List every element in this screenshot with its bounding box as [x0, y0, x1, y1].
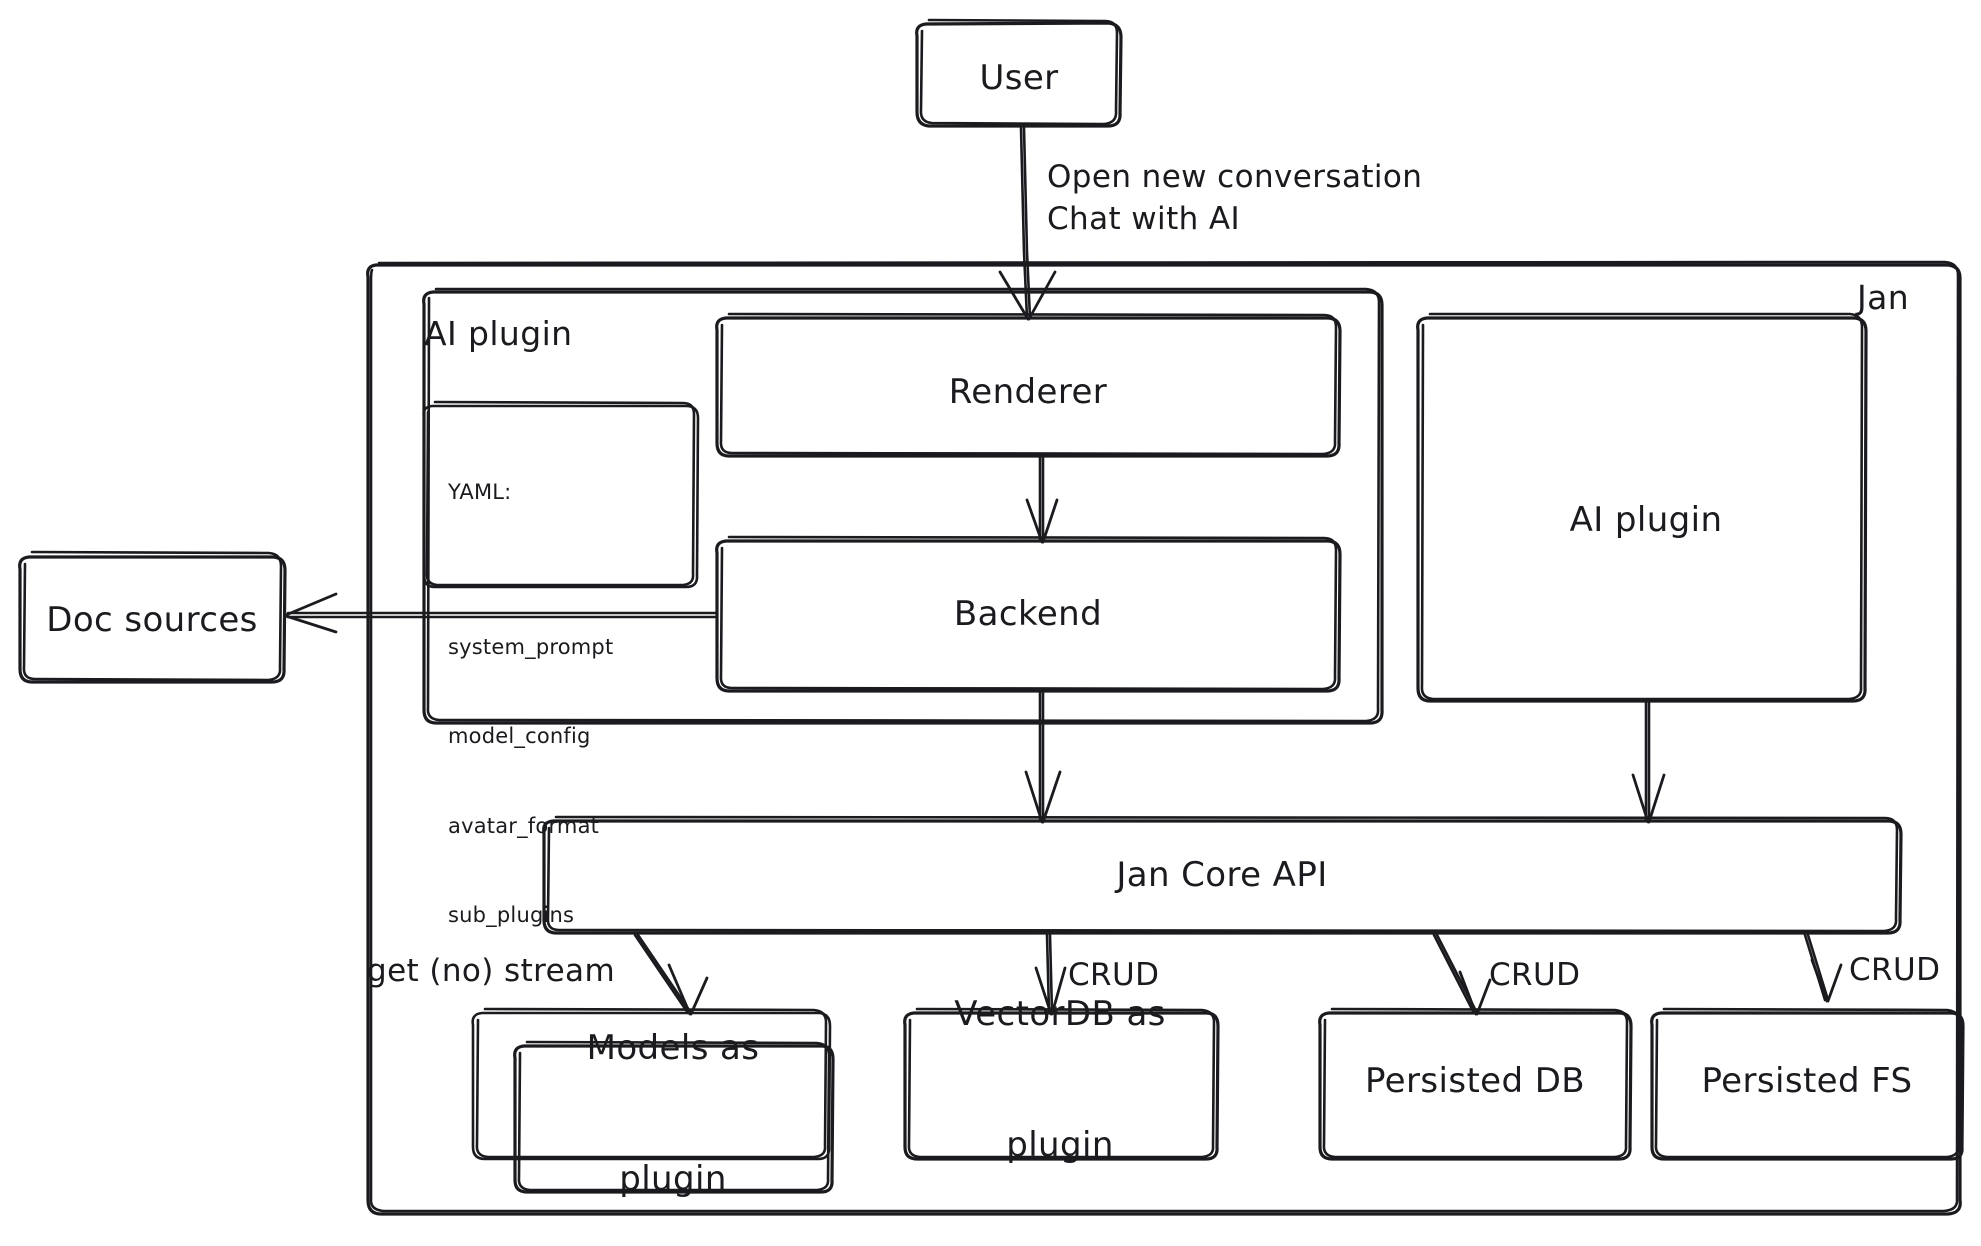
node-persisted-fs-outline	[1650, 1007, 1965, 1161]
container-ai-plugin-outline	[422, 287, 1384, 725]
edge-label-crud-persisted-fs: CRUD	[1849, 952, 1941, 988]
node-yaml-card-outline	[422, 400, 700, 589]
node-vectordb-plugin-line2: plugin	[1006, 1124, 1114, 1165]
edge-label-user-to-renderer: Open new conversation Chat with AI	[1047, 159, 1423, 237]
node-vectordb-plugin-line1: VectorDB as	[954, 993, 1166, 1034]
edge-api-to-models	[633, 933, 709, 1016]
node-doc-sources-outline	[18, 550, 287, 684]
node-persisted-db-outline	[1318, 1007, 1633, 1161]
node-persisted-fs-label[interactable]: Persisted FS	[1701, 1060, 1913, 1101]
node-vectordb-plugin-label: VectorDB as plugin	[954, 906, 1166, 1246]
node-ai-plugin-right-label[interactable]: AI plugin	[1569, 499, 1723, 540]
edge-label-get-no-stream: get (no) stream	[367, 953, 616, 989]
edge-api-to-persisted-db	[1432, 933, 1492, 1016]
edge-label-crud-persisted-db: CRUD	[1489, 957, 1581, 993]
edge-ai-plugin-to-jan-core-api	[1631, 701, 1666, 824]
node-models-plugin-label: Models as plugin	[587, 940, 760, 1246]
edge-backend-to-doc-sources	[284, 592, 718, 634]
node-user-outline	[915, 18, 1123, 128]
yaml-key-avatar-format: avatar_format	[448, 813, 600, 838]
node-backend-label[interactable]: Backend	[953, 593, 1103, 634]
node-vectordb-plugin-outline	[903, 1007, 1220, 1161]
yaml-key-model-config: model_config	[448, 724, 591, 749]
node-models-plugin-line2: plugin	[619, 1158, 727, 1199]
yaml-key-system-prompt: system_prompt	[448, 634, 614, 659]
node-jan-core-api-label[interactable]: Jan Core API	[1116, 854, 1328, 895]
node-models-plugin-line1: Models as	[586, 1027, 760, 1068]
edge-label-crud-vectordb: CRUD	[1068, 957, 1160, 993]
node-persisted-db-label[interactable]: Persisted DB	[1364, 1060, 1586, 1101]
container-ai-plugin-label: AI plugin	[424, 314, 573, 353]
edge-backend-to-jan-core-api	[1024, 691, 1062, 824]
node-doc-sources-label[interactable]: Doc sources	[46, 599, 258, 640]
yaml-key-sub-plugins: sub_plugins	[448, 903, 575, 927]
node-models-plugin-outline	[471, 1007, 835, 1194]
node-renderer-outline	[715, 312, 1342, 458]
container-jan-outline	[366, 260, 1962, 1216]
edge-api-to-vectordb	[1034, 933, 1067, 1016]
container-jan-label: Jan	[1856, 278, 1910, 317]
yaml-card-heading: YAML:	[448, 479, 512, 504]
node-ai-plugin-right-outline	[1416, 312, 1868, 703]
edge-renderer-to-backend	[1025, 456, 1059, 544]
node-user-label[interactable]: User	[979, 57, 1059, 98]
node-jan-core-api-outline	[542, 815, 1903, 935]
node-backend-outline	[715, 535, 1342, 693]
node-renderer-label[interactable]: Renderer	[948, 371, 1108, 412]
edge-api-to-persisted-fs	[1803, 933, 1843, 1003]
yaml-card-content: YAML: system_prompt model_config avatar_…	[448, 418, 613, 990]
edge-user-to-renderer	[998, 126, 1057, 321]
